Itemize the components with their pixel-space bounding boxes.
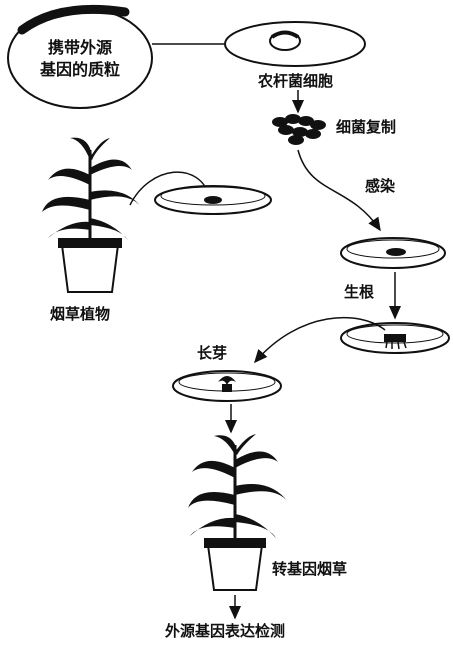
petri-dish-rooting: [340, 322, 450, 354]
infection-label: 感染: [365, 177, 396, 195]
plasmid-label-line2: 基因的质粒: [39, 60, 120, 79]
tobacco-plant-label: 烟草植物: [50, 305, 111, 323]
plasmid-arc: [17, 4, 130, 35]
arrow-to-sprouting: [254, 316, 386, 364]
transgenic-tobacco-label: 转基因烟草: [272, 560, 348, 578]
tobacco-plant-icon: [42, 137, 142, 293]
agrobacterium-label: 农杆菌细胞: [258, 72, 334, 90]
detection-label: 外源基因表达检测: [165, 622, 286, 640]
rooting-label: 生根: [344, 283, 375, 301]
petri-dish-sprouting: [172, 370, 282, 402]
plasmid-oval: [7, 4, 153, 109]
petri-dish-infection: [340, 237, 446, 269]
bacteria-replication-label: 细菌复制: [336, 118, 397, 136]
petri-dish-leaf: [154, 185, 272, 215]
sprouting-label: 长芽: [197, 344, 228, 362]
transgenic-tobacco-icon: [188, 434, 288, 591]
agrobacterium-cell: [224, 21, 366, 67]
plasmid-label-line1: 携带外源: [47, 38, 112, 57]
bacteria-cluster: [272, 114, 326, 145]
arrow-bacteria-to-dish: [297, 149, 381, 232]
